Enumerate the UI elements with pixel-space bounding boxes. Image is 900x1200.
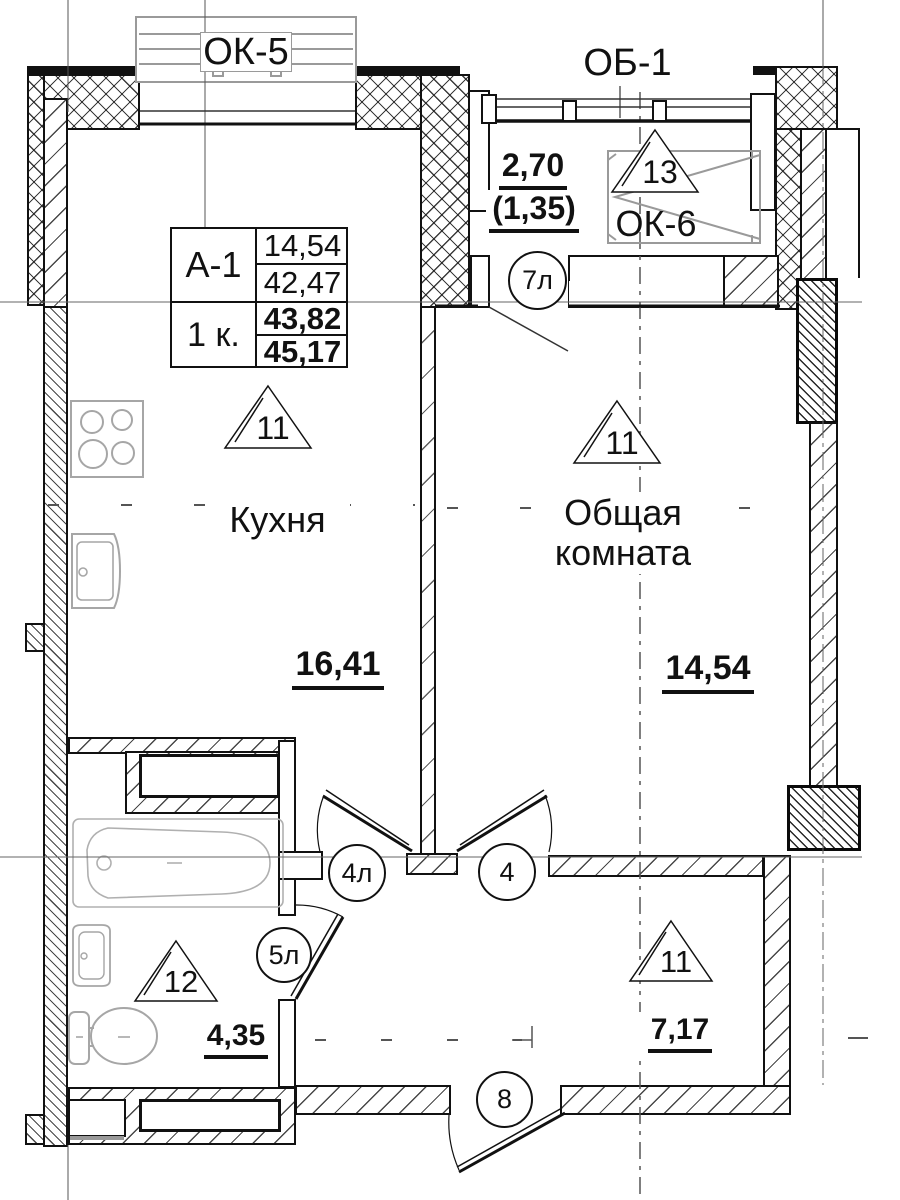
wall-partition-foot — [406, 853, 458, 875]
area-kitchen: 16,41 — [288, 644, 388, 690]
bathtub-icon — [72, 818, 284, 908]
washbasin-icon — [71, 923, 112, 988]
level-mark-bathroom: 12 — [133, 939, 219, 1008]
wall-partition — [420, 306, 436, 855]
table-value: 45,17 — [263, 334, 342, 369]
wall-niche — [68, 1099, 126, 1137]
wall-hall-top — [548, 855, 764, 877]
duct-shaft — [139, 1099, 281, 1132]
mark-number: 11 — [660, 944, 692, 979]
balcony-pier-right — [750, 93, 776, 211]
wall-hall-bottom — [560, 1085, 791, 1115]
wall-segment — [775, 128, 802, 310]
area-bathroom: 4,35 — [194, 1018, 278, 1060]
pilaster — [796, 278, 838, 424]
living-name-line2: комната — [554, 532, 692, 573]
door-tag-bathroom: 5л — [256, 927, 312, 983]
level-mark-kitchen: 11 — [223, 384, 313, 455]
door-tag-kitchen: 4л — [328, 844, 386, 902]
room-name-kitchen: Кухня — [205, 498, 350, 542]
door-tag-balcony: 7л — [508, 251, 567, 310]
wall-segment — [43, 98, 68, 308]
living-name-line1: Общая — [564, 492, 682, 533]
window-label-ok5: ОК-5 — [200, 30, 292, 73]
wall-right — [809, 422, 838, 787]
level-mark-living: 11 — [572, 399, 662, 470]
window-label-ok6: ОК-6 — [594, 202, 718, 246]
wall-segment — [800, 128, 827, 282]
door-tag-text: 5л — [268, 939, 300, 970]
balcony-area: 2,70 — [494, 147, 572, 190]
door-tag-text: 8 — [496, 1084, 513, 1114]
kitchen-sink-icon — [68, 532, 128, 610]
balcony-window-band — [568, 255, 725, 283]
ob1-text: ОБ-1 — [583, 41, 672, 84]
wall-hall-bottom — [295, 1085, 451, 1115]
balcony-label: ОБ-1 — [565, 40, 690, 86]
wall-segment — [25, 1114, 45, 1145]
door-tag-text: 4 — [499, 856, 515, 887]
balcony-window-band — [568, 281, 725, 308]
wall-segment — [27, 74, 45, 306]
apartment-info-table: А-1 1 к. 14,54 42,47 43,82 45,17 — [170, 227, 348, 369]
door-tag-text: 7л — [522, 265, 553, 295]
wall-hall-right — [763, 855, 791, 1115]
table-value: 42,47 — [263, 265, 342, 300]
level-mark-hall: 11 — [628, 919, 714, 988]
wall-bath-right — [278, 999, 296, 1088]
door-tag-text: 4л — [341, 857, 373, 888]
wall-segment — [723, 255, 779, 308]
ok5-text: ОК-5 — [203, 30, 289, 73]
balcony-area-reduced: (1,35) — [486, 190, 582, 233]
duct-shaft — [139, 754, 280, 798]
area-living: 14,54 — [658, 648, 758, 694]
pilaster — [787, 785, 861, 851]
toilet-icon — [68, 1006, 162, 1068]
wall-segment — [420, 74, 470, 308]
table-value: 14,54 — [257, 228, 348, 265]
ok6-text: ОК-6 — [615, 203, 697, 244]
mark-number: 12 — [164, 964, 198, 999]
mark-number: 11 — [605, 425, 638, 461]
room-count: 1 к. — [172, 301, 257, 368]
wall-nub — [25, 623, 45, 652]
door-tag-living: 4 — [478, 843, 536, 901]
apartment-type: А-1 — [172, 229, 257, 301]
door-tag-entry: 8 — [476, 1071, 533, 1128]
level-mark-balcony: 13 — [610, 128, 700, 199]
threshold-mark — [70, 1136, 124, 1140]
wall-segment — [775, 66, 838, 130]
mark-number: 13 — [642, 154, 678, 190]
wall-left — [43, 306, 68, 1147]
area-hall: 7,17 — [638, 1012, 722, 1054]
mark-number: 11 — [256, 410, 289, 446]
room-name-living: Общая комната — [537, 492, 709, 574]
wall-step — [278, 851, 323, 880]
stove-icon — [70, 400, 144, 478]
wall-segment — [470, 255, 490, 308]
table-value: 43,82 — [257, 301, 348, 336]
